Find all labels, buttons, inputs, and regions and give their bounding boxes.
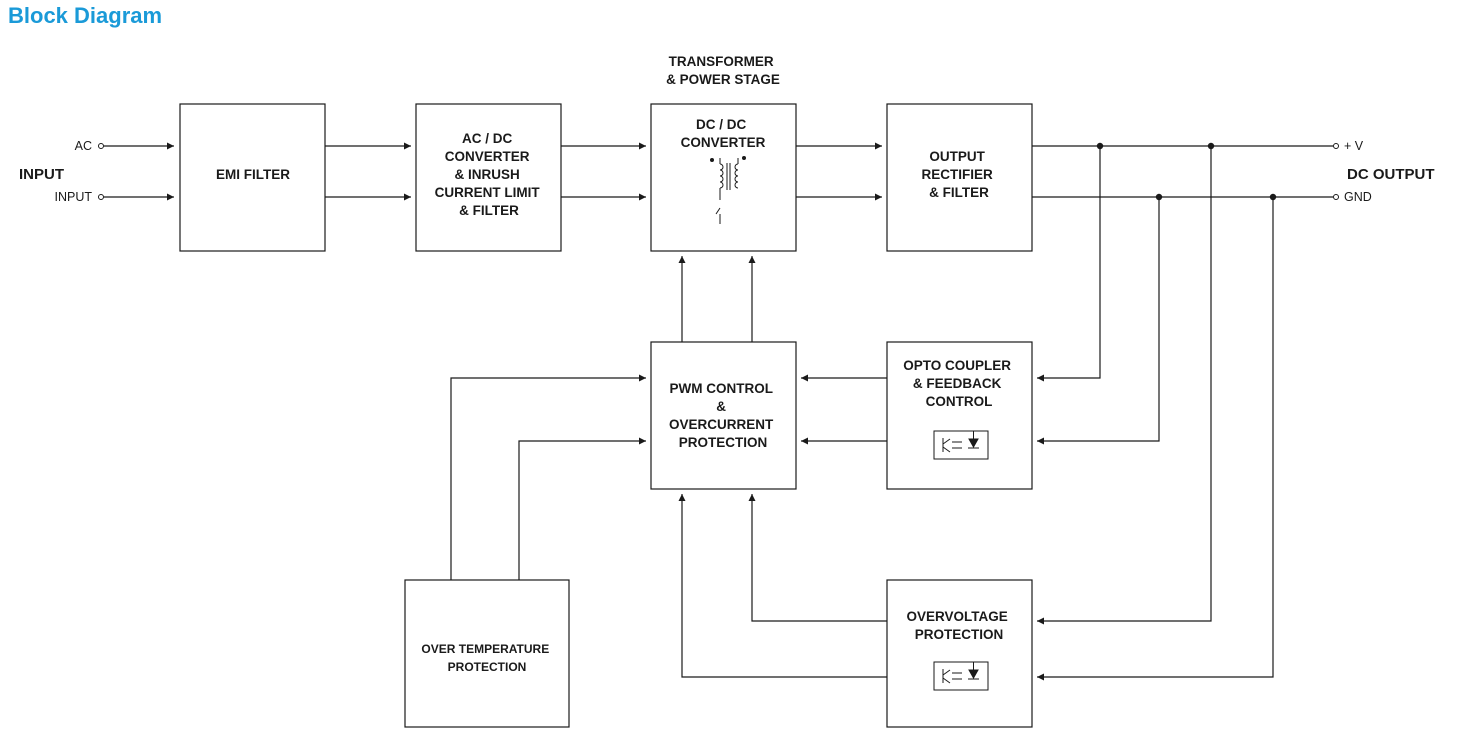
junction-dot <box>1269 193 1277 201</box>
block-label-line: PROTECTION <box>915 627 1004 642</box>
block-label-line: & FILTER <box>459 203 519 218</box>
optocoupler-icon <box>933 661 989 691</box>
block-label-line: OVERCURRENT <box>669 417 774 432</box>
block-label-line: CONTROL <box>926 394 993 409</box>
feedback-from-positive-rail <box>1037 146 1101 382</box>
block-label-line: PWM CONTROL <box>669 381 772 396</box>
block-label-line: OVER TEMPERATURE <box>421 642 549 656</box>
block-label-line: & FILTER <box>929 185 989 200</box>
connector-ovp-to-pwm-1 <box>748 494 887 622</box>
junction-dot <box>1155 193 1163 201</box>
transformer-dot-icon <box>742 156 746 160</box>
block-label-line: PROTECTION <box>448 660 527 674</box>
dcdc-converter-label: DC / DC CONVERTER <box>681 117 766 150</box>
block-label-line: OPTO COUPLER <box>903 358 1011 373</box>
terminal-positive <box>1333 143 1339 149</box>
emi-filter-label: EMI FILTER <box>216 167 290 182</box>
overvoltage-block <box>886 579 1033 728</box>
block-label-line: PROTECTION <box>679 435 768 450</box>
input-group-label: INPUT <box>19 166 64 183</box>
terminal-ground <box>1333 194 1339 200</box>
connector-otp-to-pwm-2 <box>518 437 646 580</box>
page-title: Block Diagram <box>8 3 163 28</box>
feedback-from-ground-rail <box>1037 197 1160 445</box>
acdc-converter-label: AC / DC CONVERTER & INRUSH CURRENT LIMIT… <box>435 131 544 218</box>
overvoltage-label: OVERVOLTAGE PROTECTION <box>906 609 1011 642</box>
terminal-input <box>98 194 104 200</box>
block-label-line: & <box>716 399 726 414</box>
input-line-label: INPUT <box>55 190 93 204</box>
pwm-control-label: PWM CONTROL & OVERCURRENT PROTECTION <box>669 381 777 450</box>
opto-coupler-block <box>886 341 1033 490</box>
optocoupler-icon <box>933 430 989 460</box>
output-rectifier-block <box>886 103 1033 252</box>
block-label-line: EMI FILTER <box>216 167 290 182</box>
junction-dot <box>1207 142 1215 150</box>
block-label-line: CURRENT LIMIT <box>435 185 541 200</box>
transformer-dot-icon <box>710 158 714 162</box>
transformer-icon <box>715 158 739 224</box>
over-temperature-block <box>404 579 570 728</box>
sense-positive-to-ovp <box>1037 146 1212 625</box>
block-label-line: AC / DC <box>462 131 513 146</box>
connector-ovp-to-pwm-2 <box>678 494 887 678</box>
sense-ground-to-ovp <box>1037 197 1274 681</box>
over-temperature-label: OVER TEMPERATURE PROTECTION <box>421 642 552 674</box>
block-label-line: CONVERTER <box>681 135 766 150</box>
output-group-label: DC OUTPUT <box>1347 166 1435 183</box>
dcdc-converter-block <box>650 103 797 252</box>
caption-line: & POWER STAGE <box>666 72 780 87</box>
output-ground-label: GND <box>1344 190 1372 204</box>
block-label-line: DC / DC <box>696 117 747 132</box>
block-label-line: & FEEDBACK <box>913 376 1002 391</box>
connector-otp-to-pwm-1 <box>450 374 646 580</box>
block-label-line: OVERVOLTAGE <box>906 609 1007 624</box>
block-label-line: & INRUSH <box>454 167 519 182</box>
acdc-converter-block <box>415 103 562 252</box>
block-label-line: OUTPUT <box>929 149 985 164</box>
junction-dot <box>1096 142 1104 150</box>
emi-filter-block <box>179 103 326 252</box>
output-positive-label: + V <box>1344 139 1364 153</box>
block-label-line: CONVERTER <box>445 149 530 164</box>
transformer-caption: TRANSFORMER & POWER STAGE <box>666 54 780 87</box>
caption-line: TRANSFORMER <box>669 54 774 69</box>
block-label-line: RECTIFIER <box>921 167 993 182</box>
terminal-ac <box>98 143 104 149</box>
output-rectifier-label: OUTPUT RECTIFIER & FILTER <box>921 149 996 200</box>
pwm-control-block <box>650 341 797 490</box>
opto-coupler-label: OPTO COUPLER & FEEDBACK CONTROL <box>903 358 1015 409</box>
input-ac-label: AC <box>75 139 92 153</box>
